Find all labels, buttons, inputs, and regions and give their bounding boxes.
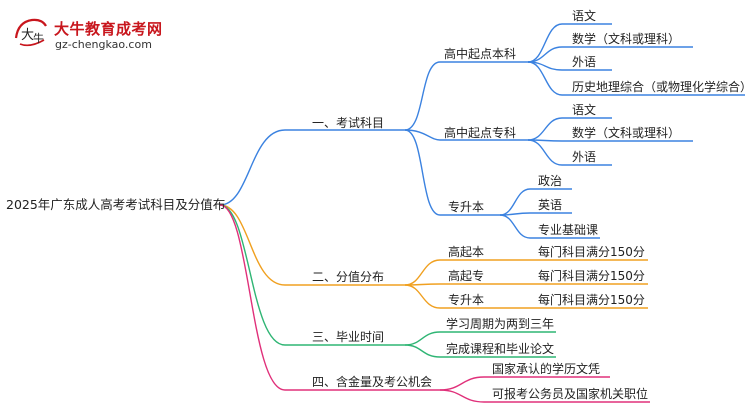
- leaf-waiyu: 外语: [572, 55, 597, 69]
- leaf-national-diploma: 国家承认的学历文凭: [492, 362, 601, 376]
- leaf-shuxue: 数学（文科或理科）: [572, 32, 681, 46]
- svg-text:牛: 牛: [33, 31, 44, 45]
- leaf-zonghe: 历史地理综合（或物理化学综合）: [572, 80, 750, 94]
- leaf-shuxue: 数学（文科或理科）: [572, 126, 681, 140]
- leaf-waiyu: 外语: [572, 150, 597, 164]
- group-zhuanshengben: 专升本: [448, 200, 485, 214]
- leaf-study-period: 学习周期为两到三年: [446, 317, 555, 331]
- group-gaoqi-zhuanke: 高中起点专科: [444, 126, 517, 140]
- branch-exam-subjects: 一、考试科目: [312, 116, 385, 130]
- mindmap-root: 2025年广东成人高考考试科目及分值布: [6, 197, 226, 212]
- score-value: 每门科目满分150分: [538, 269, 645, 283]
- brand-name: 大牛教育成考网: [54, 20, 163, 38]
- score-label-gaoqiben: 高起本: [448, 245, 485, 259]
- leaf-yuwen: 语文: [572, 9, 597, 23]
- leaf-zhengzhi: 政治: [538, 174, 563, 188]
- svg-text:大: 大: [21, 28, 34, 43]
- leaf-yuwen: 语文: [572, 103, 597, 117]
- logo-mark-icon: 大 牛: [12, 14, 50, 50]
- leaf-zhuanye-jichu: 专业基础课: [538, 223, 599, 237]
- score-label-gaoqizhuan: 高起专: [448, 269, 485, 283]
- score-value: 每门科目满分150分: [538, 293, 645, 307]
- leaf-civil-service: 可报考公务员及国家机关职位: [492, 387, 649, 401]
- group-gaoqi-benke: 高中起点本科: [444, 47, 517, 61]
- leaf-yingyu: 英语: [538, 198, 563, 212]
- brand-domain: gz-chengkao.com: [55, 38, 152, 51]
- leaf-complete-courses: 完成课程和毕业论文: [446, 342, 555, 356]
- score-value: 每门科目满分150分: [538, 245, 645, 259]
- branch-score-distribution: 二、分值分布: [312, 270, 385, 284]
- branch-value-and-exam: 四、含金量及考公机会: [312, 375, 433, 389]
- branch-graduation-time: 三、毕业时间: [312, 330, 385, 344]
- score-label-zhuanshengben: 专升本: [448, 293, 485, 307]
